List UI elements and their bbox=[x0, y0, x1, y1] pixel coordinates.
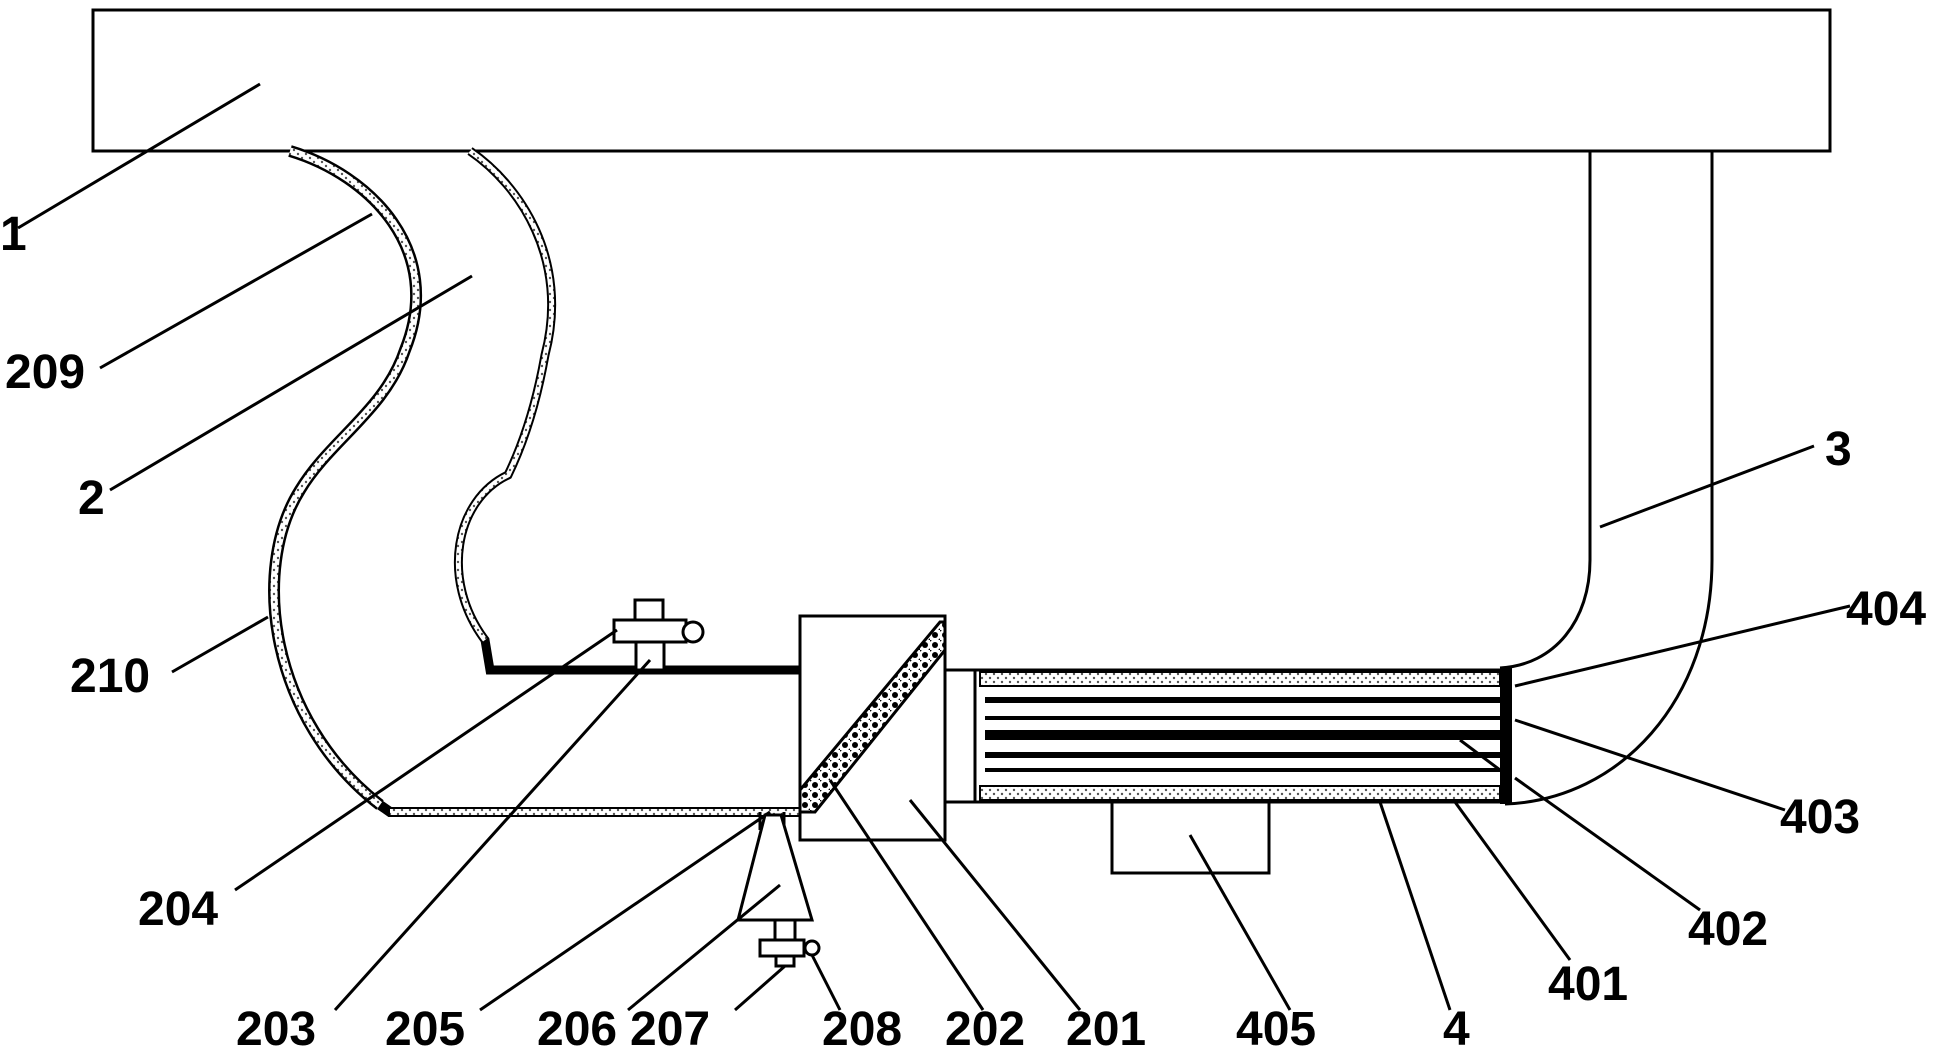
label-405: 405 bbox=[1236, 1003, 1316, 1047]
heat-exchange-tube bbox=[973, 668, 1512, 804]
drain-funnel bbox=[736, 812, 821, 968]
label-206: 206 bbox=[537, 1003, 617, 1047]
leader-lines bbox=[17, 82, 1851, 1012]
label-1: 1 bbox=[0, 208, 27, 261]
label-204: 204 bbox=[138, 883, 218, 936]
curved-duct-outer-lining bbox=[268, 145, 422, 810]
label-207: 207 bbox=[630, 1003, 710, 1047]
label-403: 403 bbox=[1780, 791, 1860, 844]
label-210: 210 bbox=[70, 650, 150, 703]
elbow-duct-right bbox=[1499, 151, 1714, 806]
label-209: 209 bbox=[5, 346, 85, 399]
curved-duct-inner-wall-fill bbox=[455, 148, 555, 642]
label-401: 401 bbox=[1548, 958, 1628, 1011]
top-plate bbox=[91, 8, 1832, 153]
label-4: 4 bbox=[1443, 1003, 1470, 1047]
label-208: 208 bbox=[822, 1003, 902, 1047]
label-202: 202 bbox=[945, 1003, 1025, 1047]
curved-duct-outer-lining-fill bbox=[270, 147, 420, 808]
label-201: 201 bbox=[1066, 1003, 1146, 1047]
label-203: 203 bbox=[236, 1003, 316, 1047]
label-205: 205 bbox=[385, 1003, 465, 1047]
connector-sleeve bbox=[943, 668, 977, 804]
curved-duct-inner-wall bbox=[453, 147, 800, 675]
diagonal-filter-screen bbox=[798, 620, 947, 814]
label-402: 402 bbox=[1688, 903, 1768, 956]
label-2: 2 bbox=[78, 472, 105, 525]
label-3: 3 bbox=[1825, 423, 1852, 476]
label-404: 404 bbox=[1846, 583, 1926, 636]
valve-upper bbox=[612, 598, 705, 672]
